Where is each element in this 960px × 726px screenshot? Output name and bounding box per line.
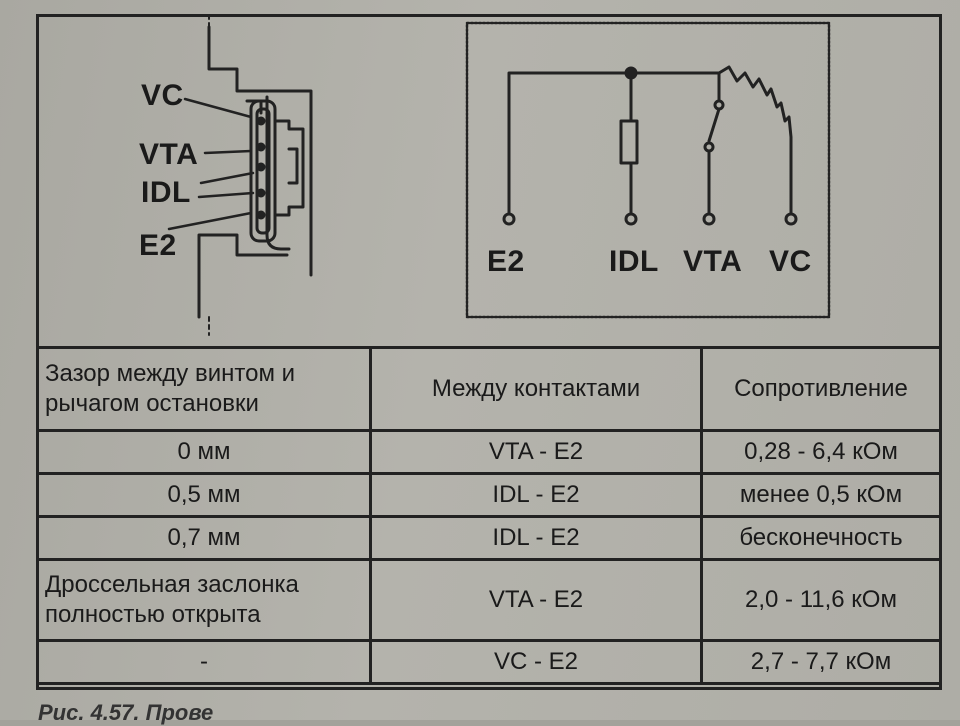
header-gap: Зазор между винтом и рычагом остановки [36,346,372,432]
cell-contacts: VC - E2 [369,639,703,685]
circuit-schematic [465,21,831,319]
cell-gap: 0,7 мм [36,515,372,561]
cell-gap: - [36,639,372,685]
cell-contacts: IDL - E2 [369,472,703,518]
terminal-label-e2: E2 [487,245,525,278]
diagram-area: VC VTA IDL E2 E2 IDL VTA VC [39,17,939,347]
cell-contacts: VTA - E2 [369,429,703,475]
cell-resistance: менее 0,5 кОм [700,472,942,518]
connector-label-vc: VC [141,79,184,112]
terminal-label-idl: IDL [609,245,659,278]
header-contacts: Между контактами [369,346,703,432]
cell-resistance: 2,0 - 11,6 кОм [700,558,942,642]
figure-caption: Рис. 4.57. Прове [38,700,214,725]
connector-label-e2: E2 [139,229,177,262]
connector-label-idl: IDL [141,176,191,209]
cell-gap: Дроссельная заслонка полностью открыта [36,558,372,642]
table-header-row: Зазор между винтом и рычагом остановки М… [36,346,942,432]
connector-label-vta: VTA [139,138,199,171]
resistance-table: Зазор между винтом и рычагом остановки М… [36,346,942,685]
cell-resistance: бесконечность [700,515,942,561]
header-resistance: Сопротивление [700,346,942,432]
diagram-svg [167,17,831,336]
cell-contacts: VTA - E2 [369,558,703,642]
cell-resistance: 2,7 - 7,7 кОм [700,639,942,685]
cell-resistance: 0,28 - 6,4 кОм [700,429,942,475]
cell-contacts: IDL - E2 [369,515,703,561]
table-row: Дроссельная заслонка полностью открыта V… [36,558,942,642]
table-row: 0 мм VTA - E2 0,28 - 6,4 кОм [36,429,942,475]
cell-gap: 0,5 мм [36,472,372,518]
terminal-label-vta: VTA [683,245,743,278]
table-row: 0,5 мм IDL - E2 менее 0,5 кОм [36,472,942,518]
table-row: - VC - E2 2,7 - 7,7 кОм [36,639,942,685]
figure-frame: VC VTA IDL E2 E2 IDL VTA VC Зазор между … [36,14,942,690]
table-row: 0,7 мм IDL - E2 бесконечность [36,515,942,561]
terminal-label-vc: VC [769,245,812,278]
cell-gap: 0 мм [36,429,372,475]
connector-drawing [167,17,313,336]
